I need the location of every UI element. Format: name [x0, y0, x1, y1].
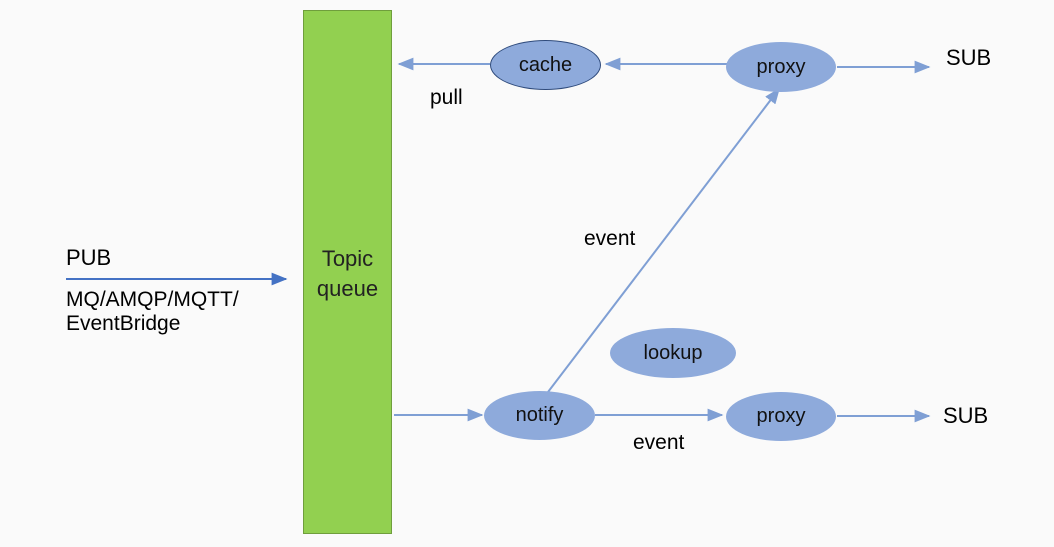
lookup-node-label: lookup	[643, 341, 703, 364]
cache-node: cache	[490, 40, 601, 90]
pull-label: pull	[430, 86, 463, 109]
topic-queue-label-line1: Topic	[321, 246, 374, 271]
event-bottom-label: event	[633, 431, 685, 454]
lookup-node: lookup	[610, 328, 736, 378]
notify-to-proxy-top-arrow	[547, 87, 780, 393]
proxy-top-node-label: proxy	[756, 55, 806, 78]
topic-queue	[303, 10, 392, 534]
proxy-top-node: proxy	[726, 42, 836, 92]
topic-queue-label-line2: queue	[316, 276, 379, 301]
topic-queue-label: Topic queue	[303, 244, 392, 304]
cache-node-label: cache	[518, 53, 573, 76]
proxy-bottom-node-label: proxy	[756, 405, 806, 427]
event-diagonal-label: event	[584, 227, 636, 250]
sub-bottom-label: SUB	[943, 403, 989, 428]
sub-top-label: SUB	[946, 45, 992, 70]
notify-node-label: notify	[515, 404, 564, 426]
protocol-label-line2: EventBridge	[66, 312, 181, 335]
notify-node: notify	[484, 391, 595, 440]
pub-label: PUB	[66, 245, 112, 270]
protocol-label-line1: MQ/AMQP/MQTT/	[66, 288, 239, 311]
proxy-bottom-node: proxy	[726, 392, 836, 441]
